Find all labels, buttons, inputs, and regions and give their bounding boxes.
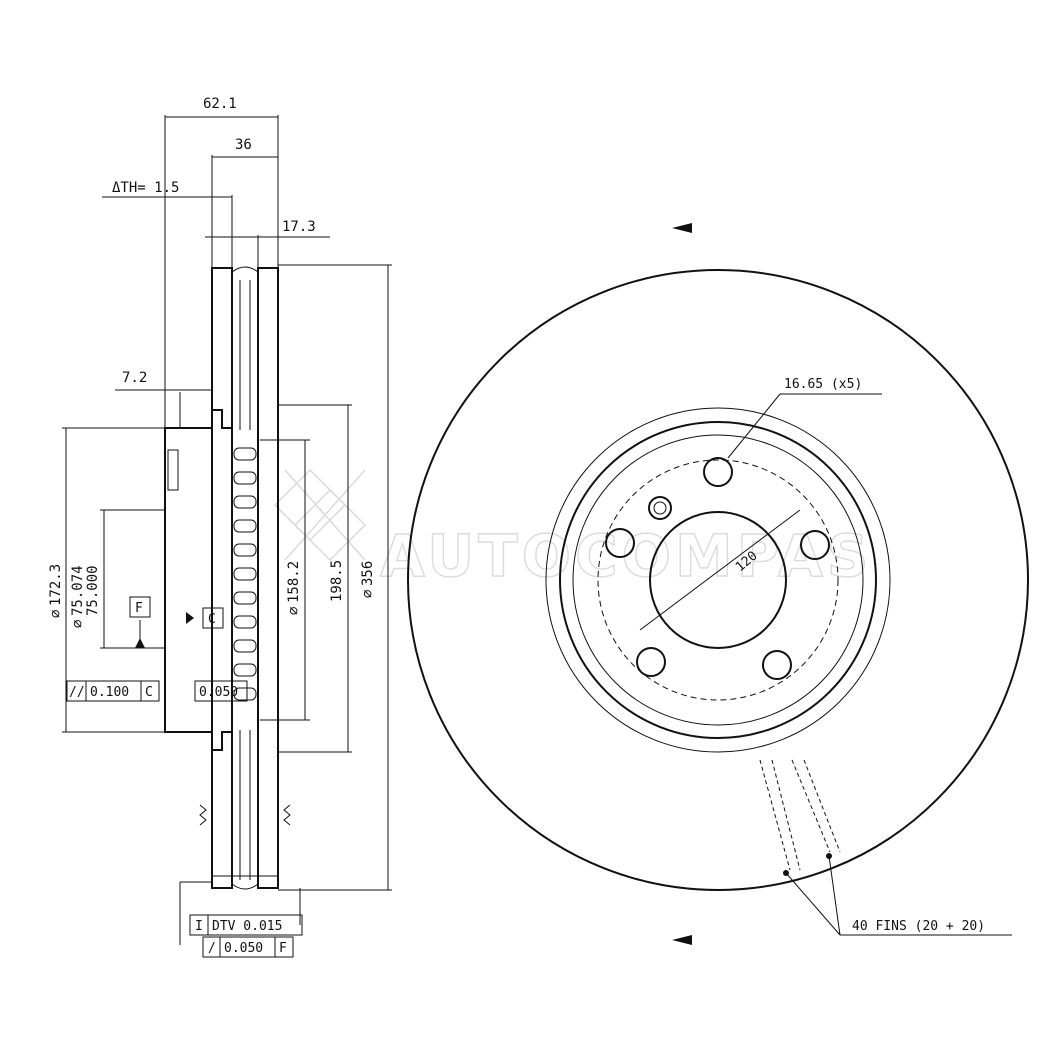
bolt-hole-label: 16.65 (x5) [784, 377, 862, 392]
dtv-label: DTV 0.015 [212, 919, 282, 934]
datum-c-box [202, 607, 224, 629]
disc-thickness-label: 17.3 [282, 219, 316, 235]
wear-indicator-left [199, 804, 207, 826]
parallelism-value: 0.100 [90, 685, 129, 700]
outer-disc-edge [407, 269, 1029, 891]
vent-top-curve [231, 266, 259, 273]
datum-f-label: F [135, 601, 143, 616]
runout-symbol: / [208, 941, 216, 956]
offset-label: 7.2 [122, 370, 147, 386]
datum-c-label: C [208, 612, 216, 627]
pcd-circle [597, 459, 839, 701]
outer-friction-ring-section [257, 267, 279, 889]
dtv-frame: I DTV 0.015 [189, 914, 303, 936]
wear-indicator-right [283, 804, 291, 826]
parallelism-datum: C [145, 685, 153, 700]
runout-frame: / 0.050 F [202, 936, 294, 958]
bolt-hole [800, 530, 830, 560]
bolt-hole [703, 457, 733, 487]
inner-diameter-2-label: 198.5 [329, 560, 345, 602]
bolt-hole [605, 528, 635, 558]
fins-label: 40 FINS (20 + 20) [852, 919, 985, 934]
hat-outer-edge [559, 421, 877, 739]
vent-slots [233, 447, 257, 701]
inner-friction-ring-section [211, 267, 233, 889]
vent-bottom-curve [231, 883, 259, 890]
inner-diameter-1-symbol: ∅ [286, 606, 302, 615]
arrowheads [135, 612, 194, 648]
flatness-value: 0.050 [199, 685, 238, 700]
bolt-holes [703, 457, 733, 487]
bolt-hole [636, 647, 666, 677]
dtv-symbol: I [195, 919, 203, 934]
center-bore [649, 511, 787, 649]
locating-pin-icon [648, 496, 672, 520]
overall-width-label: 62.1 [203, 96, 237, 112]
center-bore-min-label: 75.000 [85, 565, 101, 616]
friction-inner-edge [545, 407, 891, 753]
hat-section [164, 409, 233, 751]
outer-diameter-symbol: ∅ [360, 589, 376, 598]
section-view [164, 266, 291, 890]
parallelism-frame: // 0.100 C [66, 680, 160, 702]
hat-inner-edge [572, 434, 864, 726]
rotation-arrow-top-icon [672, 223, 692, 233]
parallelism-symbol: // [69, 685, 85, 700]
center-bore-symbol: ∅ [70, 619, 86, 628]
center-bore-max-label: 75.074 [70, 565, 86, 616]
hub-diameter-label: 172.3 [48, 564, 64, 606]
hat-step [167, 449, 179, 491]
rotation-arrow-bottom-icon [672, 935, 692, 945]
runout-datum: F [279, 941, 287, 956]
runout-value: 0.050 [224, 941, 263, 956]
inner-diameter-1-label: 158.2 [286, 561, 302, 603]
outer-diameter-label: 356 [360, 561, 376, 586]
dimension-lines [62, 115, 392, 945]
hub-diameter-symbol: ∅ [48, 609, 64, 618]
pcd-leader [639, 509, 801, 631]
watermark-logo-icon [273, 468, 367, 562]
flatness-frame: 0.050 [194, 680, 248, 702]
hat-width-label: 36 [235, 137, 252, 153]
bolt-hole [762, 650, 792, 680]
front-view: 120 16.65 (x5) 40 FINS (20 + 20) [407, 223, 1029, 945]
thickness-variation-label: ΔTH= 1.5 [112, 180, 179, 196]
datum-f-box [129, 596, 151, 618]
